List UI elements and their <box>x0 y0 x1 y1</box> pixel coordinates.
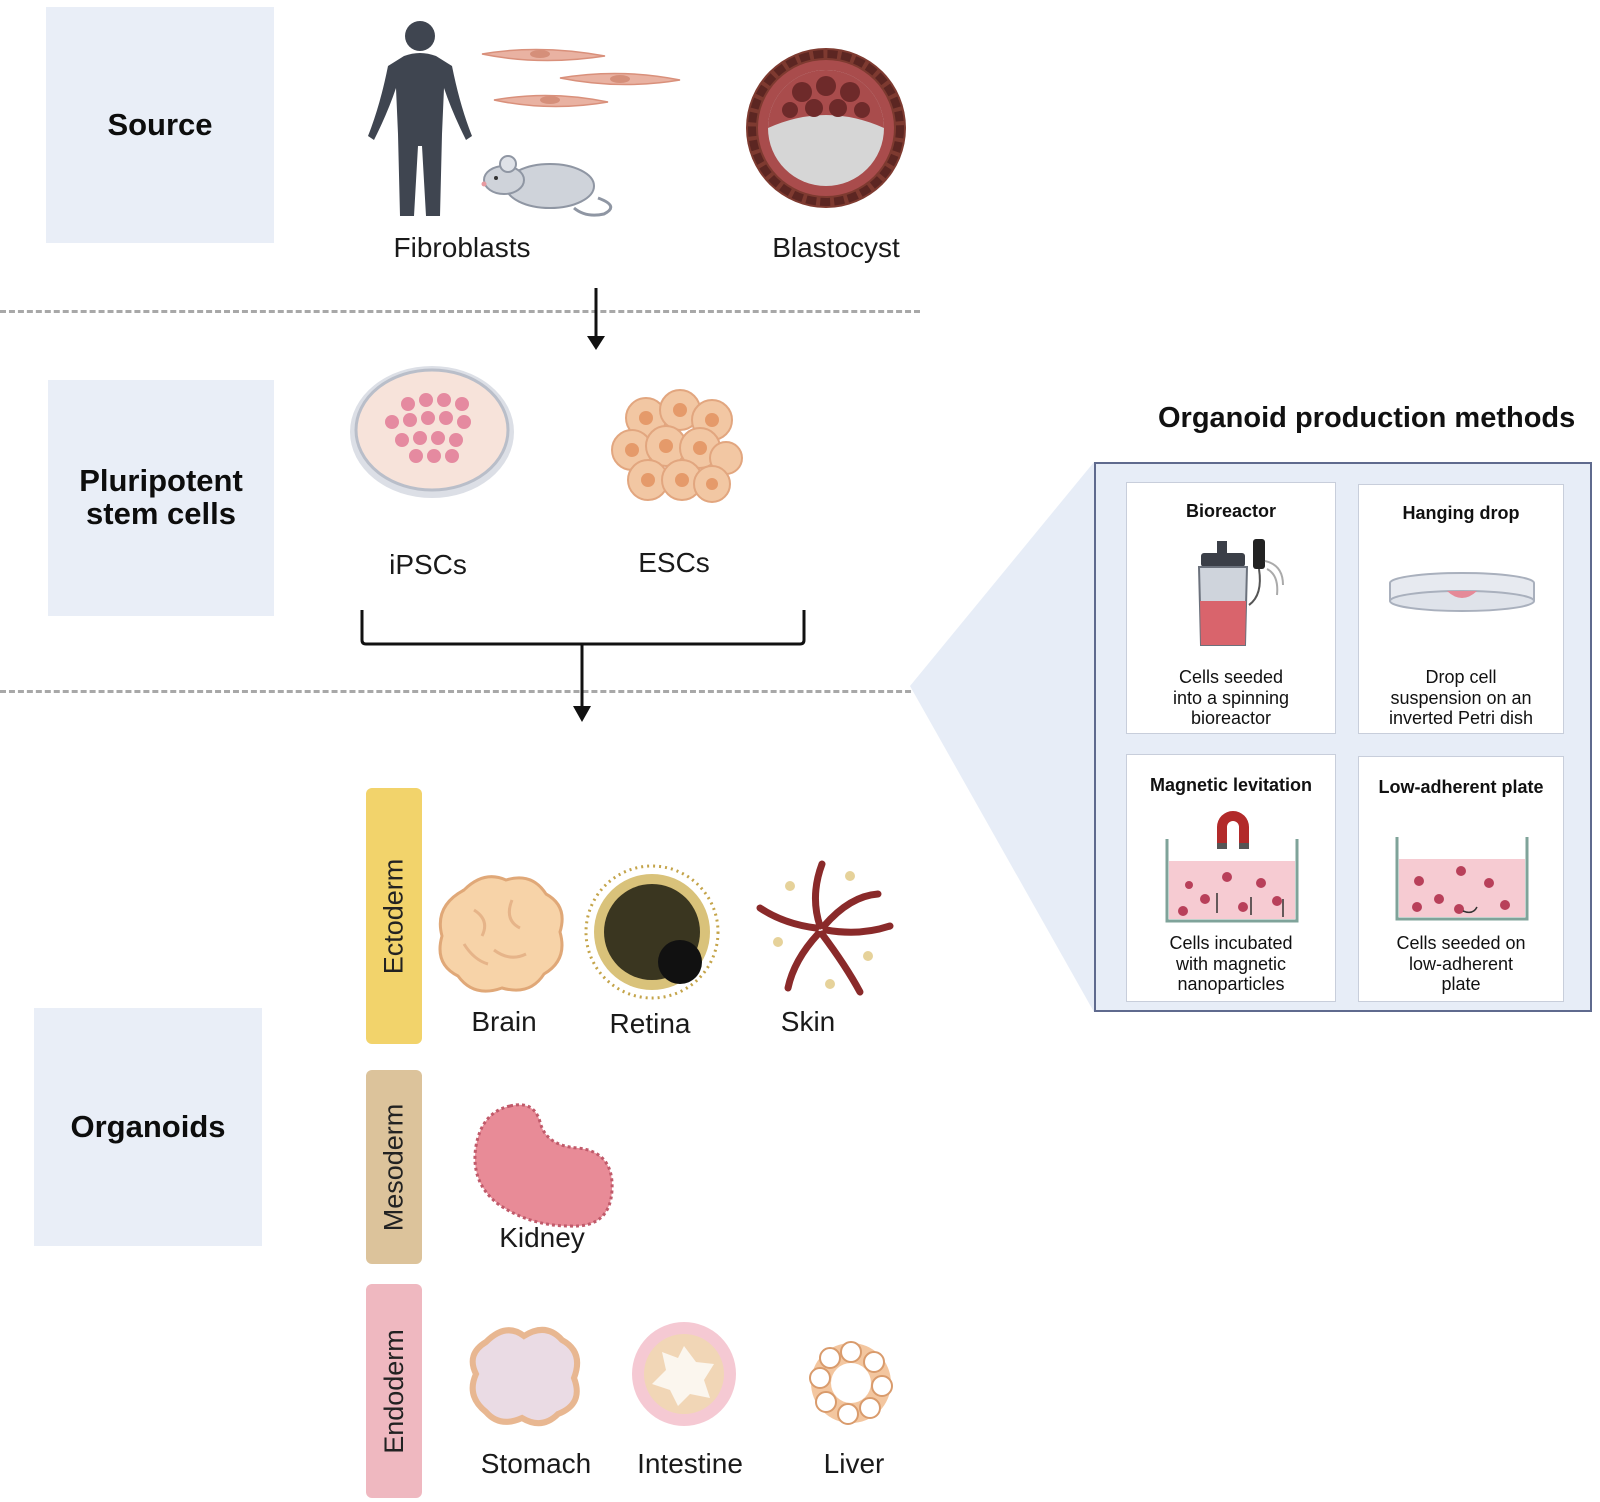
magnetic-desc-3: nanoparticles <box>1177 974 1285 995</box>
fibroblasts-label: Fibroblasts <box>393 232 531 263</box>
bioreactor-desc-3: bioreactor <box>1190 708 1272 729</box>
methods-panel: Bioreactor Cells seeded into a spinning … <box>1094 462 1592 1012</box>
card-bioreactor: Bioreactor Cells seeded into a spinning … <box>1126 482 1336 734</box>
kidney-label: Kidney <box>499 1222 585 1253</box>
esc-cluster-icon <box>611 389 743 503</box>
retina-organoid-icon <box>584 864 720 1000</box>
skin-label: Skin <box>780 1006 836 1037</box>
zoom-callout-wedge <box>910 462 1094 1012</box>
ipscs-label: iPSCs <box>389 549 467 580</box>
magnet-icon <box>1217 811 1249 849</box>
stage-organoids-label: Organoids <box>70 1108 226 1144</box>
liver-label: Liver <box>823 1448 885 1479</box>
endoderm-bar: Endoderm <box>366 1284 422 1498</box>
escs-label: ESCs <box>638 547 710 578</box>
low-adherent-title: Low-adherent plate <box>1378 777 1544 797</box>
petri-dish-icon <box>350 366 514 498</box>
hanging-drop-desc-2: suspension on an <box>1390 687 1532 708</box>
card-low-adherent-plate: Low-adherent plate Cells seeded on low-a… <box>1358 756 1564 1002</box>
stage-pluripotent-label-1: Pluripotent <box>79 463 243 499</box>
stomach-organoid-icon <box>469 1327 580 1427</box>
stage-pluripotent-label-2: stem cells <box>86 496 236 531</box>
hanging-drop-title: Hanging drop <box>1402 503 1520 523</box>
hanging-drop-dish-icon <box>1389 572 1535 612</box>
bioreactor-desc-2: into a spinning <box>1172 687 1290 708</box>
mesoderm-bar: Mesoderm <box>366 1070 422 1264</box>
low-adherent-desc-3: plate <box>1441 974 1481 995</box>
magnetic-title: Magnetic levitation <box>1149 775 1313 795</box>
low-adherent-desc-2: low-adherent <box>1408 953 1514 974</box>
stomach-label: Stomach <box>480 1448 592 1479</box>
magnetic-well-icon <box>1165 839 1299 923</box>
divider-stem <box>0 690 920 693</box>
endoderm-label: Endoderm <box>378 1328 409 1454</box>
magnetic-desc-2: with magnetic <box>1175 953 1287 974</box>
hanging-drop-desc: Drop cell suspension on an inverted Petr… <box>1359 667 1563 729</box>
bioreactor-title: Bioreactor <box>1185 501 1277 521</box>
stage-pluripotent: Pluripotent stem cells <box>48 380 274 616</box>
intestine-label: Intestine <box>637 1448 743 1479</box>
brain-organoid-icon <box>438 875 564 993</box>
methods-title: Organoid production methods <box>1158 402 1576 434</box>
low-adherent-desc: Cells seeded on low-adherent plate <box>1359 933 1563 995</box>
ectoderm-bar: Ectoderm <box>366 788 422 1044</box>
blastocyst-label: Blastocyst <box>772 232 900 263</box>
liver-organoid-icon <box>809 1341 893 1425</box>
stage-organoids: Organoids <box>34 1008 262 1246</box>
stage-source-label: Source <box>107 106 213 142</box>
mesoderm-label: Mesoderm <box>378 1103 409 1231</box>
magnetic-desc: Cells incubated with magnetic nanopartic… <box>1127 933 1335 995</box>
merge-bracket-arrow-icon <box>360 610 806 722</box>
mouse-icon <box>481 155 613 217</box>
divider-source <box>0 310 920 313</box>
bioreactor-desc-1: Cells seeded <box>1178 667 1284 687</box>
hanging-drop-desc-1: Drop cell <box>1425 667 1497 687</box>
intestine-organoid-icon <box>632 1322 736 1426</box>
blastocyst-icon <box>746 48 906 208</box>
arrow-down-icon <box>587 288 605 350</box>
card-hanging-drop: Hanging drop Drop cell suspension on an … <box>1358 484 1564 734</box>
kidney-organoid-icon <box>473 1103 614 1228</box>
magnetic-desc-1: Cells incubated <box>1169 933 1293 953</box>
fibroblast-cell-icon <box>481 48 681 108</box>
human-silhouette-icon <box>368 21 472 216</box>
retina-label: Retina <box>609 1008 691 1039</box>
skin-organoid-icon <box>756 860 894 996</box>
low-adherent-desc-1: Cells seeded on <box>1396 933 1526 953</box>
hanging-drop-desc-3: inverted Petri dish <box>1388 708 1534 729</box>
stage-source: Source <box>46 7 274 243</box>
brain-label: Brain <box>471 1006 537 1037</box>
low-adherent-well-icon <box>1395 837 1529 921</box>
card-magnetic-levitation: Magnetic levitation Cells incubated with… <box>1126 754 1336 1002</box>
ectoderm-label: Ectoderm <box>378 858 409 974</box>
bioreactor-icon <box>1197 539 1284 646</box>
bioreactor-desc: Cells seeded into a spinning bioreactor <box>1127 667 1335 729</box>
